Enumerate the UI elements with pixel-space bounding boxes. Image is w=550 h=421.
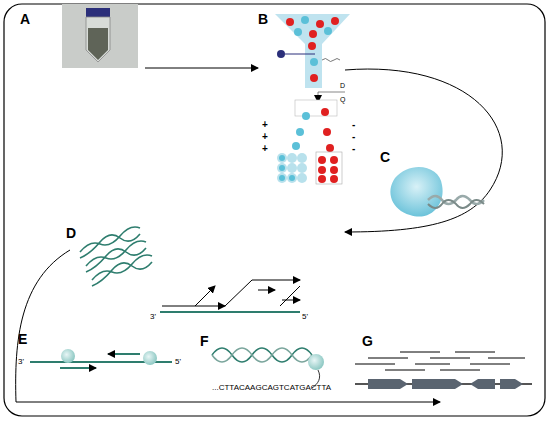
panel-letter: B [258, 12, 268, 26]
dna-amplification [80, 227, 300, 312]
charge-sign: + [262, 120, 268, 130]
panel-letter: E [18, 332, 27, 346]
detector-letter: Q [340, 96, 345, 103]
charge-sign: - [352, 144, 355, 154]
detector-letter: D [340, 82, 345, 89]
sequencing-helix [212, 348, 324, 388]
dna-sequence: ...CTTACAAGCAGTCATGACTTA [212, 384, 331, 392]
strand-end: 3' [18, 358, 24, 366]
panel-letter: C [380, 150, 390, 164]
sample-tube-photo [62, 4, 138, 68]
strand-end: 5' [302, 313, 308, 321]
primer-extension [30, 349, 172, 368]
lysed-cell [390, 167, 484, 217]
flow-arrow [16, 250, 440, 402]
outer-frame [4, 4, 545, 416]
strand-end: 3' [150, 313, 156, 321]
panel-letter: A [20, 12, 30, 26]
charge-sign: - [352, 132, 355, 142]
charge-sign: + [262, 132, 268, 142]
flow-arrow [145, 68, 258, 69]
separation-funnel [275, 14, 350, 184]
charge-sign: + [262, 144, 268, 154]
assembled-contigs [355, 352, 532, 389]
panel-letter: G [362, 334, 373, 348]
panel-letter: F [200, 334, 209, 348]
charge-sign: - [352, 120, 355, 130]
strand-end: 5' [175, 358, 181, 366]
panel-letter: D [66, 226, 76, 240]
flow-arrow [345, 69, 502, 232]
